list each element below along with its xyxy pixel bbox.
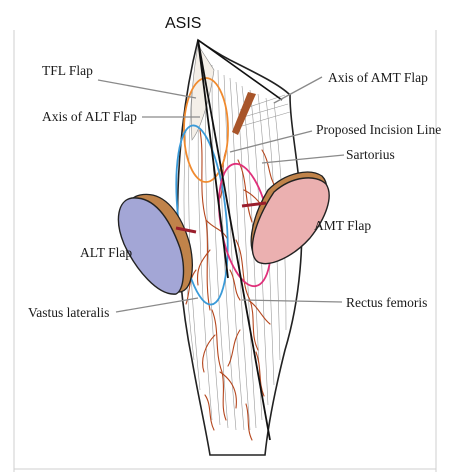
axis-alt-flap-label: Axis of ALT Flap [42, 109, 137, 124]
rectus-femoris-label: Rectus femoris [346, 295, 427, 310]
axis-amt-flap-label: Axis of AMT Flap [328, 70, 428, 85]
tfl-flap-label: TFL Flap [42, 63, 93, 78]
sartorius-label: Sartorius [346, 147, 395, 162]
vastus-lateralis-label: Vastus lateralis [28, 305, 109, 320]
asis-label: ASIS [165, 15, 201, 32]
alt-flap-label: ALT Flap [80, 245, 132, 260]
amt-flap-label: AMT Flap [314, 218, 371, 233]
proposed-incision-label: Proposed Incision Line [316, 122, 441, 137]
leader-tfl-flap [98, 80, 196, 98]
